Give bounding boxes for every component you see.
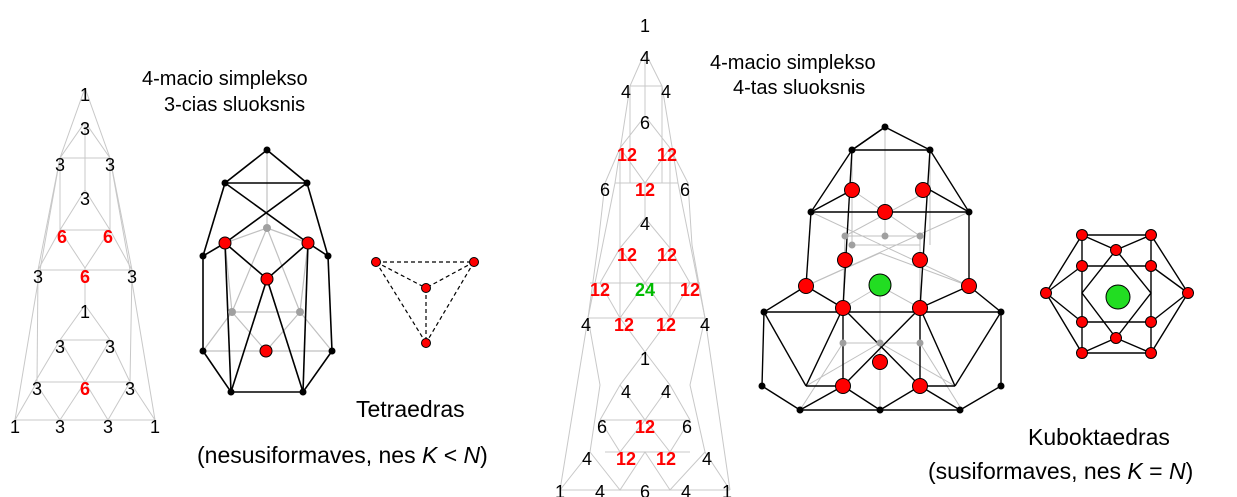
- right-layer-number: 12: [635, 417, 655, 437]
- right-layer-number: 6: [640, 482, 650, 497]
- right-layer-number: 4: [582, 449, 592, 469]
- left-layer-number: 6: [57, 227, 67, 247]
- right-layer-number: 4: [661, 82, 671, 102]
- note-text: (susiformaves, nes: [928, 458, 1128, 484]
- right-layer-number: 4: [640, 214, 650, 234]
- right-layer-number: 12: [590, 280, 610, 300]
- right-layer-polyhedron: [758, 123, 1005, 414]
- right-layer-number: 6: [680, 180, 690, 200]
- left-layer-number: 1: [80, 302, 90, 322]
- note-text: (nesusiformaves, nes: [197, 442, 422, 468]
- left-layer-number: 3: [55, 155, 65, 175]
- right-layer-number: 4: [595, 482, 605, 497]
- left-layer-number: 6: [80, 267, 90, 287]
- tetrahedron-note: (nesusiformaves, nes K < N): [197, 442, 488, 468]
- right-layer-number: 1: [640, 16, 650, 36]
- right-layer-number: 12: [656, 315, 676, 335]
- right-layer-number: 4: [581, 315, 591, 335]
- left-layer-number: 3: [125, 379, 135, 399]
- right-layer-lattice: [559, 51, 731, 491]
- right-layer-number: 12: [617, 145, 637, 165]
- right-layer-number: 12: [657, 245, 677, 265]
- left-title-line1: 4-macio simplekso: [142, 68, 308, 90]
- left-layer-number: 3: [105, 155, 115, 175]
- right-layer-number: 12: [657, 145, 677, 165]
- left-layer-number: 1: [150, 417, 160, 437]
- tetrahedron-caption: Tetraedras: [356, 396, 465, 422]
- right-layer-number: 24: [635, 280, 655, 300]
- left-layer-number: 1: [80, 85, 90, 105]
- note-close: ): [480, 442, 488, 468]
- left-layer-number: 3: [103, 417, 113, 437]
- left-layer-number: 3: [32, 379, 42, 399]
- left-layer-number: 3: [55, 337, 65, 357]
- left-layer-number: 6: [103, 227, 113, 247]
- right-layer-number: 12: [656, 449, 676, 469]
- right-layer-number: 4: [621, 382, 631, 402]
- right-layer-number: 6: [600, 180, 610, 200]
- note-n: N: [463, 442, 481, 468]
- right-title-line2: 4-tas sluoksnis: [733, 77, 866, 99]
- note-op: <: [437, 442, 464, 468]
- right-layer-number: 12: [614, 315, 634, 335]
- left-layer-lattice: [14, 87, 156, 421]
- left-layer-number: 3: [55, 417, 65, 437]
- left-layer-number: 6: [80, 379, 90, 399]
- right-layer-number: 4: [702, 449, 712, 469]
- tetrahedron-figure: [371, 257, 479, 348]
- left-layer-number: 3: [80, 119, 90, 139]
- right-layer-number: 4: [640, 48, 650, 68]
- cuboctahedron-caption: Kuboktaedras: [1028, 424, 1170, 450]
- note-n: N: [1168, 458, 1186, 484]
- right-layer-number: 6: [597, 417, 607, 437]
- note-close: ): [1185, 458, 1194, 484]
- right-layer-number: 1: [555, 482, 565, 497]
- left-layer-number: 3: [80, 189, 90, 209]
- right-layer-number: 6: [640, 113, 650, 133]
- left-title-line2: 3-cias sluoksnis: [164, 94, 306, 116]
- right-layer-number: 12: [680, 280, 700, 300]
- right-title-line1: 4-macio simplekso: [710, 52, 876, 74]
- note-k: K: [1127, 458, 1143, 484]
- right-layer-number: 4: [661, 382, 671, 402]
- left-layer-number: 3: [127, 267, 137, 287]
- left-layer-polyhedron: [199, 146, 336, 396]
- left-layer-number: 1: [10, 417, 20, 437]
- right-layer-number: 12: [635, 180, 655, 200]
- left-layer-number: 3: [33, 267, 43, 287]
- right-layer-number: 4: [621, 82, 631, 102]
- right-layer-number: 12: [617, 245, 637, 265]
- right-layer-number: 4: [700, 315, 710, 335]
- right-layer-number: 12: [616, 449, 636, 469]
- right-layer-number: 1: [640, 349, 650, 369]
- right-layer-number: 1: [722, 482, 732, 497]
- cuboctahedron-figure: [1040, 229, 1194, 359]
- right-layer-number: 6: [682, 417, 692, 437]
- note-k: K: [421, 442, 438, 468]
- cuboctahedron-note: (susiformaves, nes K = N): [928, 458, 1193, 484]
- left-layer-number: 3: [105, 337, 115, 357]
- right-layer-number: 4: [681, 482, 691, 497]
- note-op: =: [1142, 458, 1169, 484]
